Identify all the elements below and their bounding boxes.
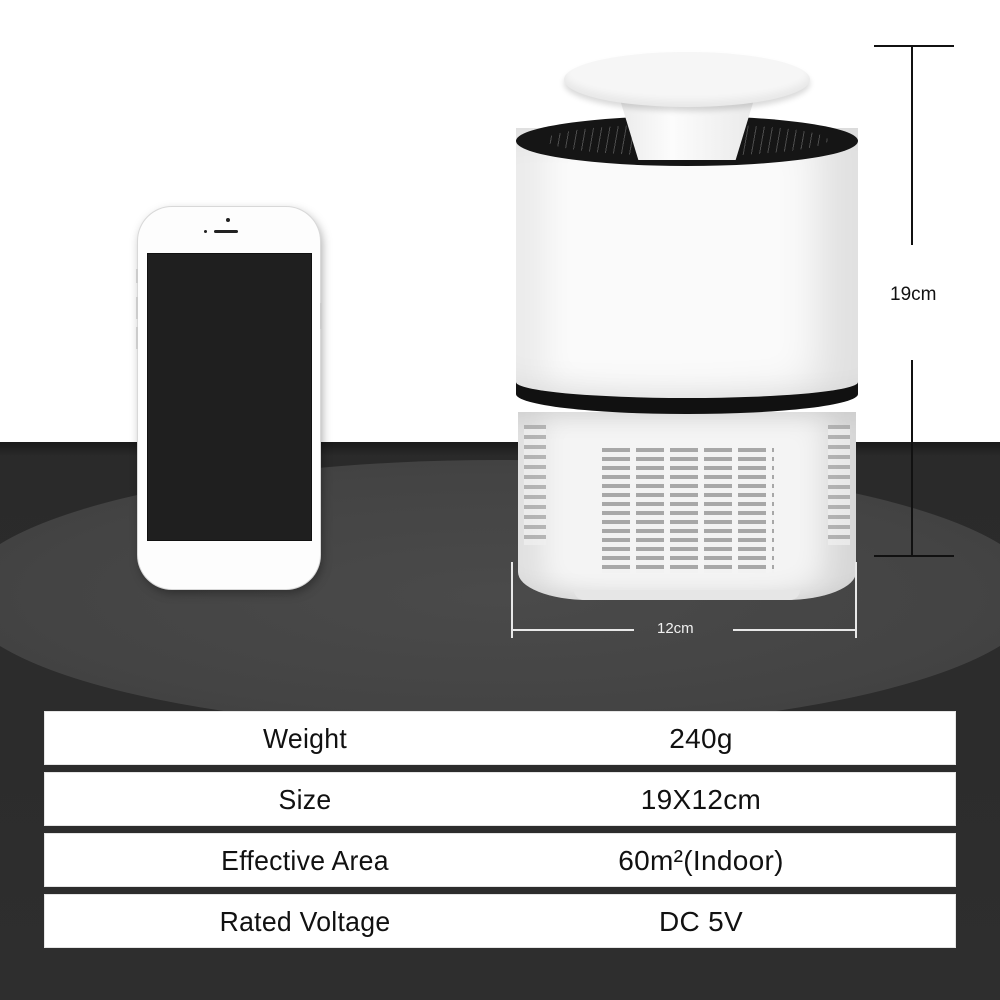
lamp-front-vent [602,448,774,573]
spec-value: 60m²(Indoor) [618,845,784,876]
lamp-side-vent-left [524,425,546,545]
lamp-foot [574,590,800,600]
width-dim-right-tick [855,562,857,638]
phone-side-button [136,269,138,283]
height-dim-line-lower [911,360,913,556]
height-dim-top-tick [874,45,954,47]
phone-camera-icon [226,218,230,222]
mosquito-lamp-product [516,40,858,600]
smartphone-scale-reference [136,207,322,589]
width-dim-line-left [512,629,634,631]
phone-speaker-icon [214,230,238,233]
phone-screen [147,253,312,541]
width-dimension-label: 12cm [657,620,694,637]
phone-side-button [320,303,322,329]
spec-value: 240g [669,723,733,754]
spec-value: 19X12cm [640,784,762,815]
width-dim-left-tick [511,562,513,638]
height-dimension-label: 19cm [890,284,937,305]
lamp-side-vent-right [828,425,850,545]
spec-label: Size [278,784,332,815]
width-dim-line-right [733,629,855,631]
spec-row-rated-voltage: Rated Voltage DC 5V [44,894,956,948]
phone-sensor-icon [204,230,207,233]
spec-label: Weight [262,723,348,754]
phone-side-button [136,297,138,319]
spec-label: Effective Area [221,845,389,876]
lamp-body [516,128,858,398]
phone-side-button [136,327,138,349]
spec-row-size: Size 19X12cm [44,772,956,826]
spec-label: Rated Voltage [219,906,391,937]
height-dim-bottom-tick [874,555,954,557]
spec-value: DC 5V [659,906,743,937]
lamp-cap [564,52,810,107]
spec-row-weight: Weight 240g [44,711,956,765]
height-dim-line-upper [911,45,913,245]
spec-row-effective-area: Effective Area 60m²(Indoor) [44,833,956,887]
